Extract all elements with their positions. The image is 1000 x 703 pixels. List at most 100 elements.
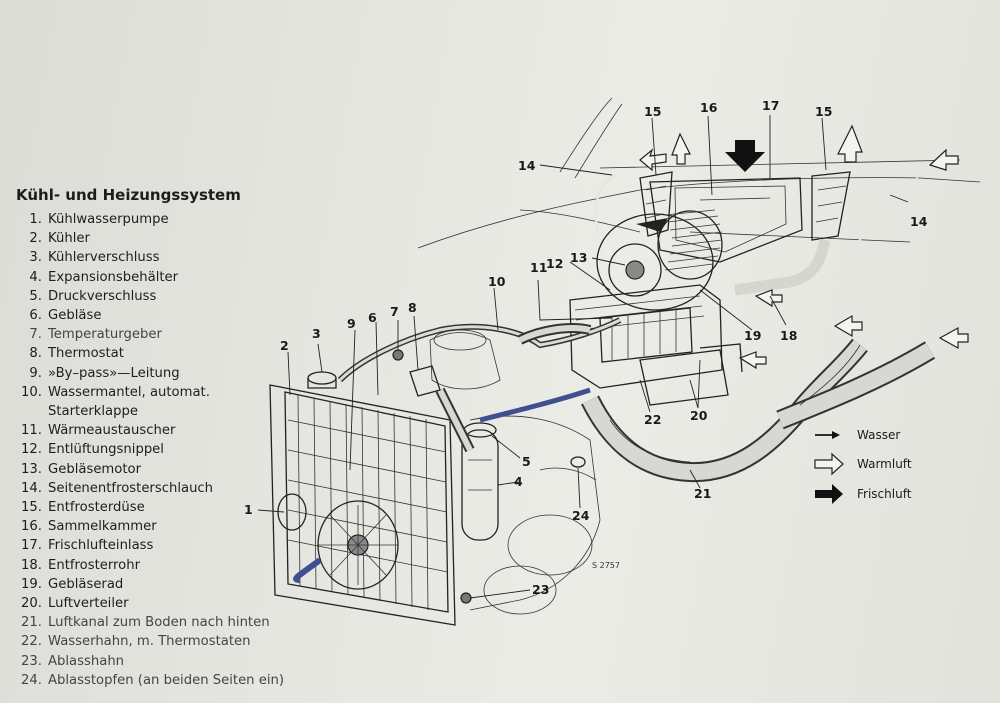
legend-item-number: 14. xyxy=(21,480,42,496)
legend-item: Starterklappe xyxy=(16,404,138,419)
legend-item-label: Gebläsemotor xyxy=(48,461,142,477)
defroster-nozzle-left xyxy=(639,171,673,237)
legend-item-number: 23. xyxy=(21,653,42,669)
legend-item-label: Entlüftungsnippel xyxy=(48,442,164,458)
legend-item-label: Ablasshahn xyxy=(48,653,125,669)
legend-item-number: 20. xyxy=(21,596,42,611)
callout-23: 23 xyxy=(532,582,549,597)
collector-chamber xyxy=(649,177,803,263)
callout-21: 21 xyxy=(694,486,711,501)
callout-4: 4 xyxy=(514,474,523,489)
key-warm-air-label: Warmluft xyxy=(857,457,912,471)
air-distributor xyxy=(639,343,743,406)
legend-item: 2.Kühler xyxy=(16,231,90,246)
blower-housing xyxy=(596,209,723,311)
legend-item-number: 18. xyxy=(21,557,42,573)
legend-item-number: 13. xyxy=(21,461,42,477)
callout-6: 6 xyxy=(368,310,377,325)
legend-item-label: Kühlwasserpumpe xyxy=(48,212,169,227)
callout-16: 16 xyxy=(700,100,718,115)
legend-item-label: Sammelkammer xyxy=(48,519,157,535)
fresh-air-arrow xyxy=(725,140,765,172)
callout-14: 14 xyxy=(518,158,536,173)
drain-cock xyxy=(460,592,472,604)
legend-item-label: Wärmeaustauscher xyxy=(48,423,176,439)
callout-5: 5 xyxy=(522,454,531,469)
key-fresh-air: Frischluft xyxy=(815,484,912,504)
legend-item-number: 6. xyxy=(29,308,42,323)
defroster-nozzle-right xyxy=(811,171,851,241)
callout-15: 15 xyxy=(815,104,832,119)
legend-item-label: Seitenentfrosterschlauch xyxy=(48,480,214,496)
callout-15: 15 xyxy=(644,104,661,119)
legend-item-number: 5. xyxy=(29,288,42,304)
legend-item-number: 15. xyxy=(21,500,42,515)
coolant-hoses xyxy=(293,317,622,583)
legend-item-number: 22. xyxy=(21,634,42,650)
callout-19: 19 xyxy=(744,328,761,343)
legend-item-label: Gebläse xyxy=(48,308,102,323)
key-warm-air: Warmluft xyxy=(814,452,912,476)
legend-item-label: Entfrosterdüse xyxy=(48,500,145,515)
legend-item-number: 2. xyxy=(29,231,42,247)
callout-17: 17 xyxy=(762,98,779,113)
legend-item: 5.Druckverschluss xyxy=(16,289,156,304)
callout-13: 13 xyxy=(570,250,587,265)
callout-8: 8 xyxy=(408,300,417,315)
legend-item-number: 24. xyxy=(21,672,42,688)
engine-block xyxy=(429,329,601,615)
legend-item: 10.Wassermantel, automat. xyxy=(16,385,210,400)
callout-12: 12 xyxy=(546,256,563,271)
callout-leaders xyxy=(257,115,909,599)
legend-item-number: 12. xyxy=(21,442,42,458)
callout-2: 2 xyxy=(280,338,289,353)
legend-item: 1. Kühlwasserpumpe xyxy=(16,212,169,227)
legend-item-label: Frischlufteinlass xyxy=(48,538,154,554)
callout-7: 7 xyxy=(390,304,399,319)
legend-item-label: Wassermantel, automat. xyxy=(48,384,210,400)
legend-item-label: Luftverteiler xyxy=(48,596,129,611)
legend-item-label: Luftkanal zum Boden nach hinten xyxy=(48,615,270,631)
legend-item: 24. Ablasstopfen (an beiden Seiten ein) xyxy=(16,673,284,688)
legend-item-number: 17. xyxy=(21,538,42,554)
legend-item: 6. Gebläse xyxy=(16,308,101,323)
legend-item: 8.Thermostat xyxy=(16,346,124,361)
legend-item: 14. Seitenentfrosterschlauch xyxy=(16,481,213,496)
legend-item: 19.Gebläserad xyxy=(16,577,123,592)
legend-item-number: 21. xyxy=(21,615,42,631)
heat-exchanger-box xyxy=(569,284,723,389)
key-water-label: Wasser xyxy=(857,428,900,442)
legend-item-number: 16. xyxy=(21,519,42,535)
legend-item-label: Starterklappe xyxy=(48,404,138,419)
key-water: Wasser xyxy=(815,428,900,442)
side-defroster-hoses xyxy=(594,173,919,300)
legend-item: 12. Entlüftungsnippel xyxy=(16,442,164,457)
warm-air-arrows xyxy=(639,124,969,370)
legend-item-number: 11. xyxy=(21,423,42,439)
fan xyxy=(317,500,399,590)
legend-item-number: 1. xyxy=(29,212,42,227)
callout-14: 14 xyxy=(910,214,928,229)
legend-item: 4. Expansionsbehälter xyxy=(16,270,178,285)
callout-3: 3 xyxy=(312,326,321,341)
legend-item-label: Gebläserad xyxy=(48,576,124,592)
legend-item: 22.Wasserhahn, m. Thermostaten xyxy=(16,634,250,650)
legend-item-number: 4. xyxy=(29,269,42,285)
legend-item-label: Entfrosterrohr xyxy=(48,557,141,573)
legend-item-label: Expansionsbehälter xyxy=(48,269,179,285)
legend-item-number: 9. xyxy=(29,365,42,381)
legend-title: Kühl- und Heizungssystem xyxy=(16,186,241,204)
legend-item-label: »By–pass»—Leitung xyxy=(48,365,180,381)
legend-item-label: Ablasstopfen (an beiden Seiten ein) xyxy=(48,672,285,688)
callout-24: 24 xyxy=(572,508,590,523)
legend-item: 21. Luftkanal zum Boden nach hinten xyxy=(16,615,270,630)
radiator-cap xyxy=(307,371,337,389)
car-body-outline xyxy=(417,97,981,249)
legend-item: 13. Gebläsemotor xyxy=(16,462,141,477)
drain-plug xyxy=(570,456,586,468)
legend-item: 16. Sammelkammer xyxy=(16,519,157,534)
legend-item: 20. Luftverteiler xyxy=(16,596,129,611)
